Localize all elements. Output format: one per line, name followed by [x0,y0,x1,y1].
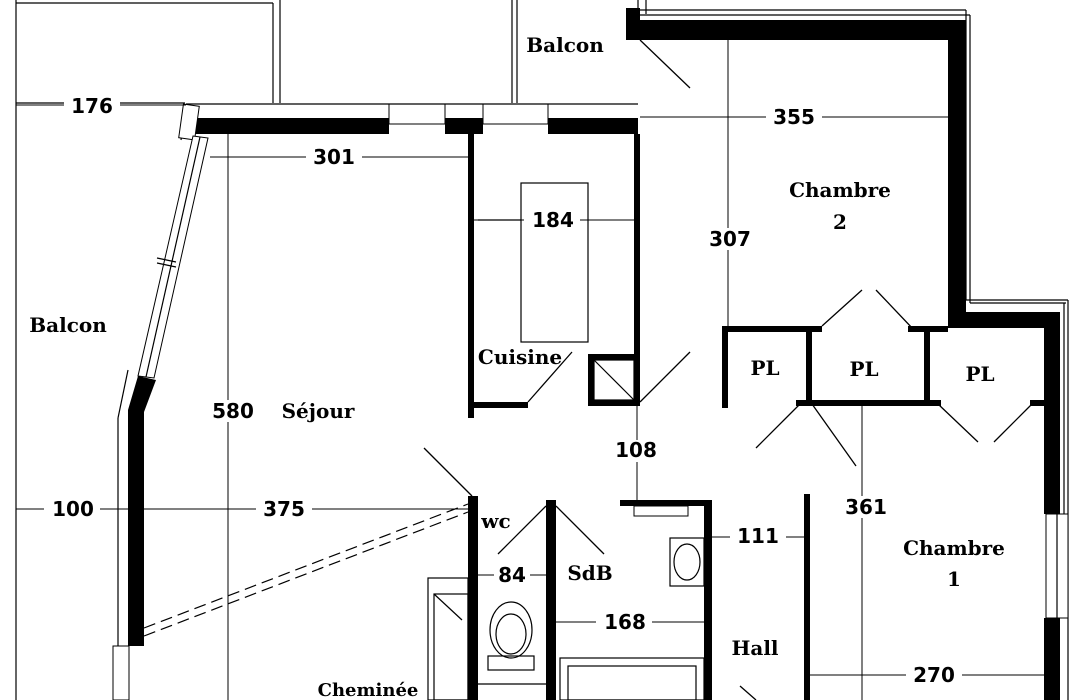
interior-walls [468,134,1046,700]
doors [423,39,1033,700]
dim-100: 100 [52,497,94,521]
dim-580: 580 [212,399,254,423]
dim-270: 270 [913,663,955,687]
dim-301: 301 [313,145,355,169]
dim-355: 355 [773,105,815,129]
label-chambre-2-number: 2 [833,210,847,234]
label-balcon-left: Balcon [29,313,107,337]
room-labels: Balcon Balcon Chambre 2 Chambre 1 Cuisin… [29,33,1005,700]
label-pl-2: PL [849,357,878,381]
dim-307: 307 [709,227,751,251]
dim-176: 176 [71,94,113,118]
label-chambre-1: Chambre [903,536,1005,560]
label-hall: Hall [731,636,778,660]
exterior-walls [112,8,1069,700]
label-wc: wc [480,509,510,533]
dimension-labels: 176 355 301 184 307 580 108 100 375 361 … [44,94,962,687]
label-pl-1: PL [750,356,779,380]
dim-184: 184 [532,208,574,232]
label-cuisine: Cuisine [478,345,562,369]
dim-108: 108 [615,438,657,462]
dim-361: 361 [845,495,887,519]
label-cheminee: Cheminée [318,680,419,700]
dim-375: 375 [263,497,305,521]
label-pl-3: PL [965,362,994,386]
label-sdb: SdB [567,561,612,585]
bathroom-fixtures [427,537,705,700]
label-sejour: Séjour [282,399,355,423]
dim-111: 111 [737,524,779,548]
label-chambre-1-number: 1 [947,567,961,591]
sliding-glass-line [143,503,469,637]
dim-168: 168 [604,610,646,634]
dim-84: 84 [498,563,526,587]
label-balcon-top: Balcon [526,33,604,57]
label-chambre-2: Chambre [789,178,891,202]
dimension-lines [16,40,1044,700]
